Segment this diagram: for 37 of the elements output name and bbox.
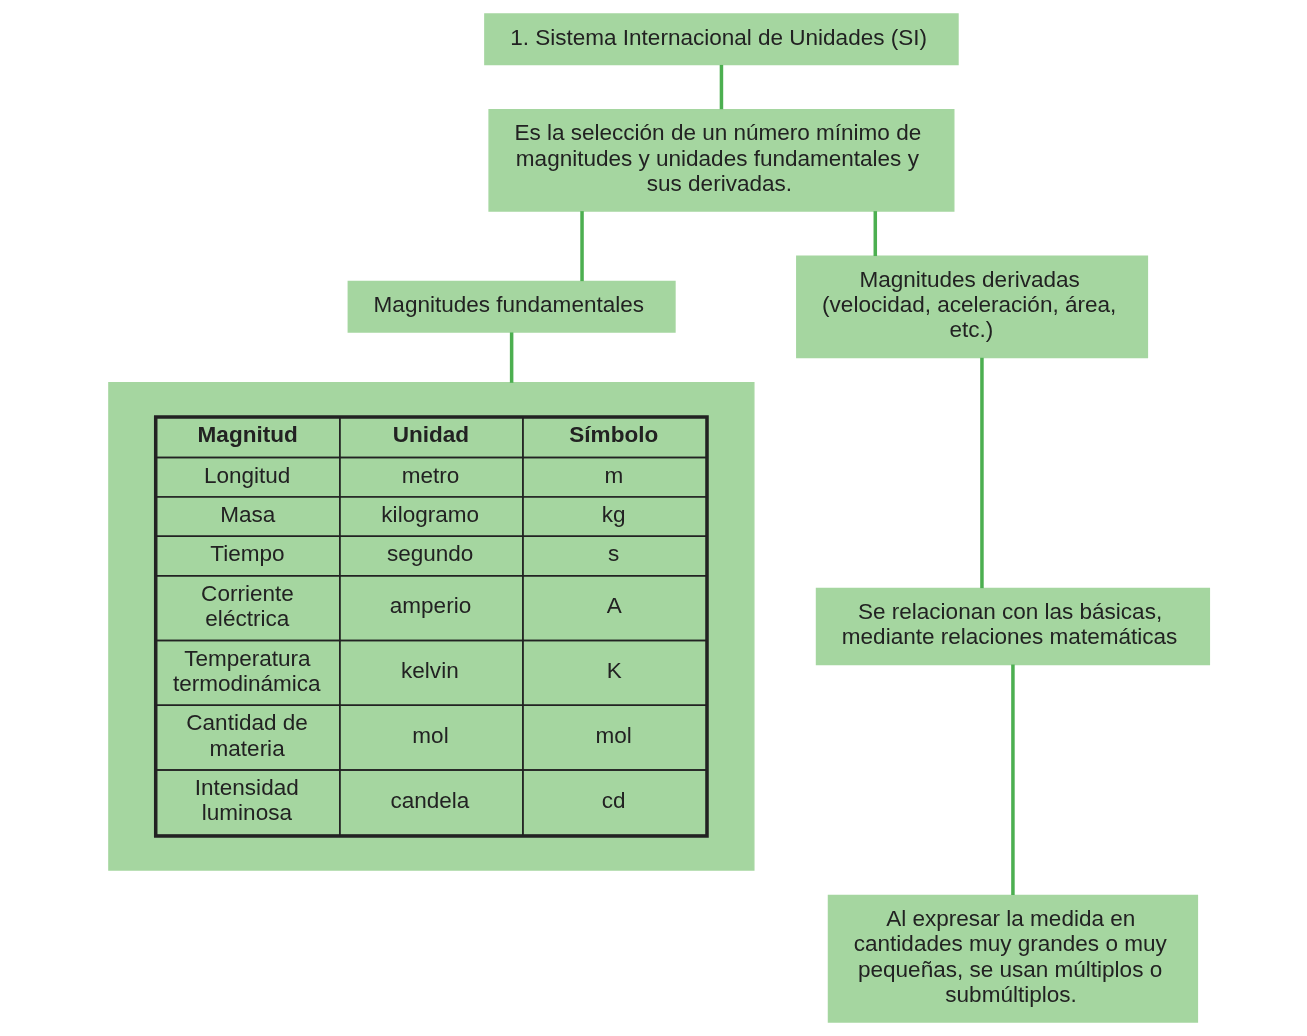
label: Masa xyxy=(220,501,276,527)
label: candela xyxy=(390,787,470,813)
node-box: Magnitudes fundamentales xyxy=(347,280,676,333)
label: K xyxy=(606,658,622,684)
connector xyxy=(719,64,724,110)
connector xyxy=(873,211,878,257)
connector xyxy=(580,211,584,282)
label: s xyxy=(608,541,620,567)
label: Longitud xyxy=(203,462,291,488)
label: kg xyxy=(601,501,626,527)
label: m xyxy=(604,462,624,488)
label: Intensidad luminosa xyxy=(194,775,299,826)
label: kelvin xyxy=(401,658,459,684)
node-box: Magnitudes derivadas (velocidad, aceleración, área, etc.) xyxy=(796,255,1149,359)
label: Unidad xyxy=(392,421,469,447)
label: metro xyxy=(401,462,460,488)
connector xyxy=(1011,664,1015,895)
connector xyxy=(509,332,514,383)
label: mol xyxy=(412,723,449,749)
node-box: Es la selección de un número mínimo de magnitudes y unidades fundamentales y sus derivadas. xyxy=(488,108,955,212)
label: Tiempo xyxy=(210,541,285,567)
label: Cantidad de materia xyxy=(186,710,308,761)
label: mol xyxy=(595,723,632,749)
node-box xyxy=(108,382,755,871)
node-box: 1. Sistema Internacional de Unidades (SI) xyxy=(484,13,959,66)
label: amperio xyxy=(389,593,472,619)
connector xyxy=(980,357,984,589)
label: A xyxy=(606,593,622,619)
node-box: Al expresar la medida en cantidades muy grandes o muy pequeñas, se usan múltiplos o submúltiplos. xyxy=(827,894,1199,1023)
node-box: Se relacionan con las básicas, mediante relaciones matemáticas xyxy=(815,587,1211,666)
label: Temperatura termodinámica xyxy=(172,645,321,696)
label: kilogramo xyxy=(381,501,479,527)
label: Símbolo xyxy=(569,421,659,447)
label: cd xyxy=(601,787,626,813)
label: Magnitud xyxy=(197,421,298,447)
label: Corriente eléctrica xyxy=(201,580,294,632)
label: segundo xyxy=(387,541,474,567)
